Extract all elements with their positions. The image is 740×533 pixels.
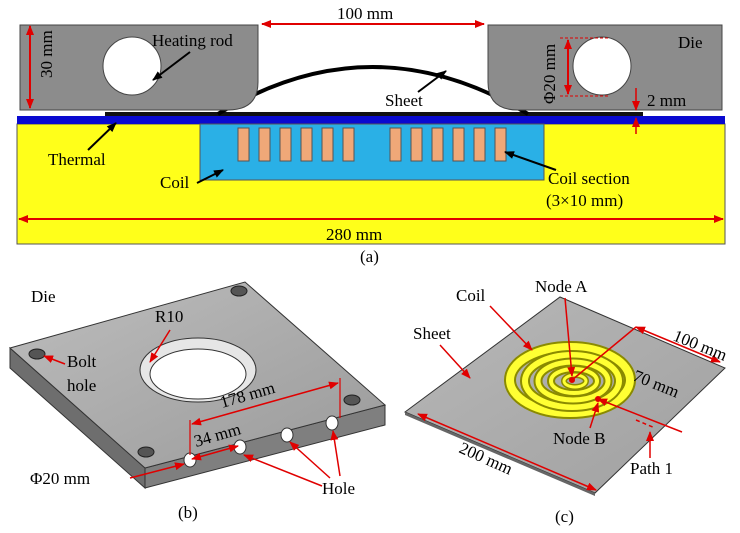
baffle-pointer — [87, 122, 117, 151]
coil-pointer-c — [489, 305, 533, 351]
bolt-hole-1 — [28, 348, 46, 360]
side-hole-4 — [325, 415, 339, 431]
bolt-pointer — [43, 355, 66, 365]
heating-rod-right — [572, 36, 632, 96]
dim-34-arrow — [191, 444, 239, 461]
hole-pointer-2 — [289, 441, 331, 479]
label-sheet-a: Sheet — [385, 91, 423, 110]
label-2mm: 2 mm — [647, 91, 686, 110]
label-coil-c: Coil — [456, 286, 486, 305]
label-coil-section: Coil section — [548, 169, 630, 188]
label-heating-rod: Heating rod — [152, 31, 233, 50]
label-sheet-c: Sheet — [413, 324, 451, 343]
heating-rod-left — [102, 36, 162, 96]
dim-70-arrow — [597, 398, 683, 433]
label-thermal: Thermal — [48, 150, 106, 169]
dim-178-arrow — [191, 381, 339, 426]
label-r10: R10 — [155, 307, 183, 326]
sheet-pointer-c — [439, 344, 471, 379]
node-a-pointer — [564, 297, 576, 377]
side-hole-3 — [280, 427, 294, 443]
label-coil-section-size: (3×10 mm) — [546, 191, 623, 210]
label-phi20-b: Φ20 mm — [30, 469, 90, 488]
sheet-bulge — [216, 65, 530, 116]
sheet-pointer-a — [417, 70, 447, 93]
r10-pointer — [149, 329, 171, 363]
label-100mm: 100 mm — [337, 4, 393, 23]
hole-pointer-3 — [330, 430, 341, 477]
label-path-1: Path 1 — [630, 459, 673, 478]
panel-a: 30 mm Heating rod 100 mm Die Φ20 mm Shee… — [16, 4, 726, 266]
radius-line — [571, 326, 637, 381]
caption-a: (a) — [360, 247, 379, 266]
caption-b: (b) — [178, 503, 198, 522]
label-die-b: Die — [31, 287, 56, 306]
coil-box — [199, 123, 545, 181]
dim-200-arrow — [417, 413, 597, 491]
bolt-hole-3 — [343, 394, 361, 406]
label-node-a: Node A — [535, 277, 588, 296]
side-hole-1 — [183, 452, 197, 468]
path-1-dash — [635, 419, 656, 429]
label-coil-a: Coil — [160, 173, 190, 192]
bolt-hole-4 — [137, 446, 155, 458]
label-30mm: 30 mm — [37, 30, 56, 78]
label-bolt: Bolt — [67, 352, 97, 371]
caption-c: (c) — [555, 507, 574, 526]
label-hole: Hole — [322, 479, 355, 498]
label-280mm: 280 mm — [326, 225, 382, 244]
phi20-pointer — [129, 462, 185, 479]
label-hole-b: hole — [67, 376, 96, 395]
hole-pointer-1 — [243, 454, 323, 487]
panel-b: Die R10 Bolt hole 178 mm 34 mm Φ20 mm Ho… — [8, 281, 387, 522]
label-phi20-a: Φ20 mm — [540, 44, 559, 104]
thermal-baffle — [17, 116, 725, 124]
dim-100c-arrow — [635, 326, 721, 363]
label-node-b: Node B — [553, 429, 605, 448]
coil-section-pointer — [504, 151, 557, 171]
label-die-a: Die — [678, 33, 703, 52]
bolt-hole-2 — [230, 285, 248, 297]
heating-rod-pointer — [152, 51, 191, 81]
sheet-strip — [105, 112, 643, 116]
coil-pointer-a — [196, 169, 224, 184]
panel-c: Coil Node A Sheet 100 mm 70 mm Node B Pa… — [404, 277, 730, 526]
coil-sections — [237, 127, 507, 162]
